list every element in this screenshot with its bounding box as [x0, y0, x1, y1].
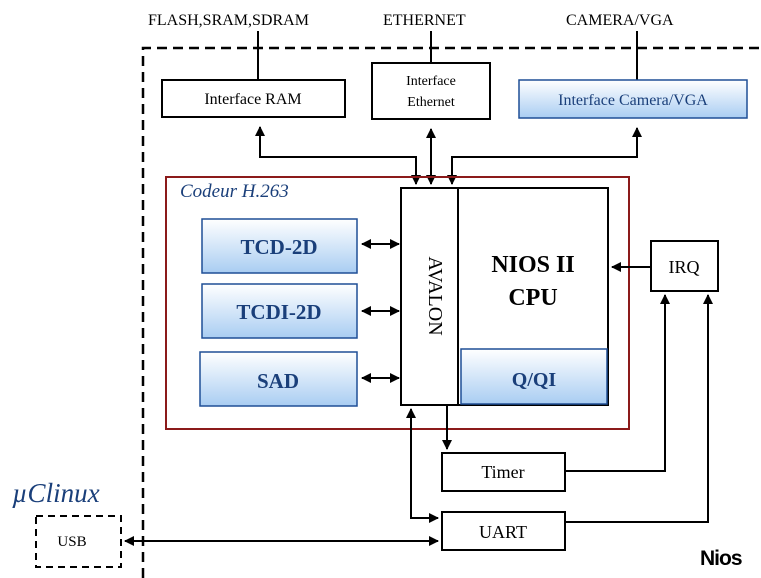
- sad-label: SAD: [257, 369, 299, 393]
- fpga-boundary: [141, 46, 761, 578]
- label-camera-vga: CAMERA/VGA: [566, 12, 674, 29]
- q-qi-label: Q/QI: [512, 369, 557, 391]
- usb-box: [35, 515, 122, 568]
- codec-title: Codeur H.263: [180, 181, 289, 202]
- timer-box: [441, 452, 566, 492]
- uart-box: [441, 511, 566, 551]
- arrow-uart-irq: [565, 294, 713, 523]
- arrow-camera-avalon: [447, 127, 642, 185]
- timer-label: Timer: [481, 462, 524, 482]
- interface-camera-box: [518, 79, 748, 119]
- arrow-timer-irq: [565, 294, 670, 472]
- tcdi-2d-box: [201, 283, 358, 339]
- uart-label: UART: [479, 522, 527, 542]
- codec-container: [165, 176, 630, 430]
- interface-ethernet-label-line1: Interface: [406, 74, 456, 89]
- arrow-avalon-uart: [406, 408, 439, 523]
- uclinux-label: µClinux: [12, 478, 100, 508]
- interface-ethernet-label-line2: Ethernet: [407, 95, 455, 110]
- interface-ethernet-box: [371, 62, 491, 120]
- irq-label: IRQ: [669, 257, 700, 277]
- sad-box: [199, 351, 358, 407]
- label-flash-sram-sdram: FLASH,SRAM,SDRAM: [148, 12, 309, 29]
- interface-camera-label: Interface Camera/VGA: [558, 92, 708, 109]
- interface-ram-label: Interface RAM: [204, 91, 301, 108]
- nios-cpu-label-line1: NIOS II: [491, 252, 574, 278]
- avalon-bus: [400, 187, 459, 406]
- nios-cpu-label-line2: CPU: [508, 285, 557, 311]
- nios-logo: Nios: [700, 547, 742, 570]
- label-ethernet: ETHERNET: [383, 12, 466, 29]
- arrow-ram-avalon: [255, 126, 421, 185]
- tcd-2d-box: [201, 218, 358, 274]
- tcdi-2d-label: TCDI-2D: [236, 300, 321, 324]
- interface-ram-box: [161, 79, 346, 118]
- usb-label: USB: [57, 534, 86, 550]
- tcd-2d-label: TCD-2D: [241, 235, 318, 259]
- avalon-label: AVALON: [424, 256, 446, 335]
- q-qi-box: [460, 348, 608, 405]
